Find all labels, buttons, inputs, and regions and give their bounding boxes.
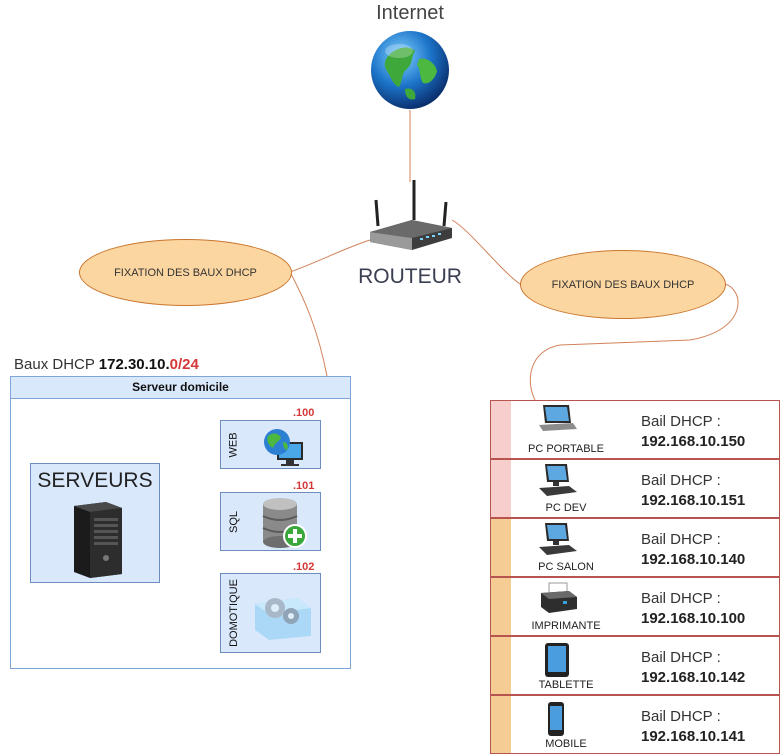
service-sql-ip: .101 xyxy=(293,480,315,492)
right-ellipse-label: FIXATION DES BAUX DHCP xyxy=(551,278,695,291)
client-tablette[interactable]: TABLETTE Bail DHCP : 192.168.10.142 xyxy=(490,636,780,695)
bail-ip: 192.168.10.141 xyxy=(641,728,746,745)
bail-ip: 192.168.10.150 xyxy=(641,433,746,450)
lease-network-suffix: 0/24 xyxy=(169,356,199,373)
service-web-ip: .100 xyxy=(293,407,315,419)
desktop-icon xyxy=(539,462,579,503)
service-domotique[interactable]: DOMOTIQUE xyxy=(220,573,321,653)
client-name: MOBILE xyxy=(545,738,587,750)
client-name: PC SALON xyxy=(538,561,594,573)
client-tab xyxy=(491,401,511,458)
client-imprimante[interactable]: IMPRIMANTE Bail DHCP : 192.168.10.100 xyxy=(490,577,780,636)
router-icon xyxy=(368,180,454,252)
printer-icon xyxy=(539,581,579,622)
service-domotique-ip: .102 xyxy=(293,561,315,573)
bail-label: Bail DHCP : xyxy=(641,472,721,489)
bail-label: Bail DHCP : xyxy=(641,708,721,725)
laptop-icon xyxy=(537,403,577,440)
client-name: PC DEV xyxy=(545,502,587,514)
right-dhcp-fixation-ellipse: FIXATION DES BAUX DHCP xyxy=(520,250,726,319)
service-sql[interactable]: SQL xyxy=(220,492,321,551)
bail-ip: 192.168.10.100 xyxy=(641,610,746,627)
bail-label: Bail DHCP : xyxy=(641,531,721,548)
home-server-title: Serveur domicile xyxy=(11,377,350,399)
tablet-icon xyxy=(543,641,573,684)
client-tab xyxy=(491,637,511,694)
servers-block: SERVEURS xyxy=(30,463,160,583)
service-web-label: WEB xyxy=(228,431,240,458)
client-pc-portable[interactable]: PC PORTABLE Bail DHCP : 192.168.10.150 xyxy=(490,400,780,459)
service-sql-label: SQL xyxy=(227,510,240,533)
desktop-icon xyxy=(539,521,579,562)
client-tab xyxy=(491,696,511,753)
client-tab xyxy=(491,460,511,517)
globe-icon xyxy=(369,29,451,111)
bail-label: Bail DHCP : xyxy=(641,649,721,666)
database-add-icon xyxy=(259,496,309,555)
gears-icon xyxy=(251,586,315,647)
internet-label: Internet xyxy=(376,2,444,24)
mobile-icon xyxy=(546,700,568,743)
server-tower-icon xyxy=(66,500,126,583)
bail-label: Bail DHCP : xyxy=(641,413,721,430)
servers-label: SERVEURS xyxy=(37,469,153,492)
client-name: TABLETTE xyxy=(538,679,594,691)
client-tab xyxy=(491,519,511,576)
client-mobile[interactable]: MOBILE Bail DHCP : 192.168.10.141 xyxy=(490,695,780,754)
bail-ip: 192.168.10.142 xyxy=(641,669,746,686)
bail-ip: 192.168.10.151 xyxy=(641,492,746,509)
left-dhcp-fixation-ellipse: FIXATION DES BAUX DHCP xyxy=(79,239,292,306)
lease-title-prefix: Baux DHCP xyxy=(14,356,99,373)
lease-network: 172.30.10. xyxy=(98,356,170,373)
bail-ip: 192.168.10.140 xyxy=(641,551,746,568)
client-pc-salon[interactable]: PC SALON Bail DHCP : 192.168.10.140 xyxy=(490,518,780,577)
client-name: PC PORTABLE xyxy=(527,443,604,455)
client-name: IMPRIMANTE xyxy=(531,620,601,632)
bail-label: Bail DHCP : xyxy=(641,590,721,607)
dhcp-lease-title: Baux DHCP 172.30.10.0/24 xyxy=(14,356,199,373)
service-web[interactable]: WEB xyxy=(220,420,321,469)
globe-monitor-icon xyxy=(259,424,305,473)
client-pc-dev[interactable]: PC DEV Bail DHCP : 192.168.10.151 xyxy=(490,459,780,518)
client-tab xyxy=(491,578,511,635)
left-ellipse-label: FIXATION DES BAUX DHCP xyxy=(114,266,257,279)
service-domotique-label: DOMOTIQUE xyxy=(228,579,240,647)
router-label: ROUTEUR xyxy=(358,265,462,288)
